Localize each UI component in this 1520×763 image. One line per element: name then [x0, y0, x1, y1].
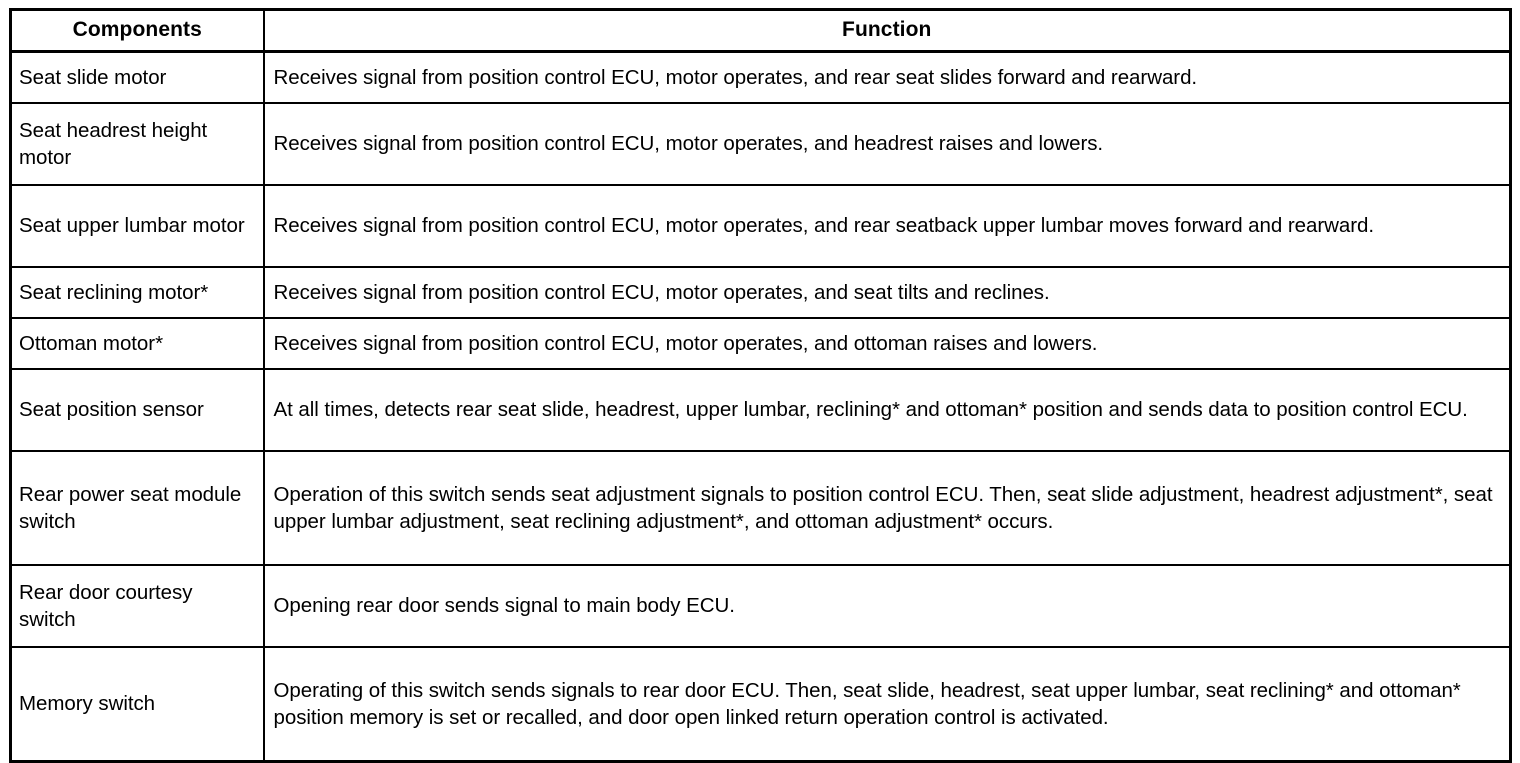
table-row: Memory switch Operating of this switch s…	[10, 647, 1511, 762]
cell-function: Receives signal from position control EC…	[263, 185, 1511, 269]
cell-function: Operating of this switch sends signals t…	[273, 678, 1461, 730]
table-container: Components Function Seat slide motor Rec…	[9, 8, 1512, 763]
table-row: Seat reclining motor* Receives signal fr…	[10, 267, 1511, 320]
table-row: Ottoman motor* Receives signal from posi…	[10, 318, 1511, 371]
table-row: Rear power seat module switch Operation …	[10, 451, 1511, 567]
table-header-row: Components Function	[10, 9, 1511, 54]
table-body: Seat slide motor Receives signal from po…	[10, 51, 1511, 762]
page-root: Components Function Seat slide motor Rec…	[9, 8, 1512, 763]
cell-function: Operation of this switch sends seat adju…	[263, 451, 1511, 567]
table-header: Components Function	[10, 9, 1511, 54]
components-function-table: Components Function Seat slide motor Rec…	[9, 8, 1512, 763]
cell-component: Rear door courtesy switch	[10, 565, 265, 649]
cell-component: Rear power seat module switch	[10, 451, 265, 567]
cell-function: Receives signal from position control EC…	[263, 51, 1511, 105]
cell-component: Memory switch	[10, 647, 265, 762]
cell-component: Ottoman motor*	[10, 318, 265, 371]
cell-function: Receives signal from position control EC…	[263, 318, 1511, 371]
table-row: Seat headrest height motor Receives sign…	[10, 103, 1511, 187]
cell-component: Seat upper lumbar motor	[10, 185, 265, 269]
cell-component: Seat position sensor	[10, 369, 265, 453]
column-header-function: Function	[263, 9, 1511, 54]
table-row: Rear door courtesy switch Opening rear d…	[10, 565, 1511, 649]
cell-component: Seat headrest height motor	[10, 103, 265, 187]
column-header-components: Components	[10, 9, 265, 54]
table-row: Seat position sensor At all times, detec…	[10, 369, 1511, 453]
cell-function: At all times, detects rear seat slide, h…	[263, 369, 1511, 453]
cell-function: Receives signal from position control EC…	[263, 267, 1511, 320]
table-row: Seat slide motor Receives signal from po…	[10, 51, 1511, 105]
cell-component: Seat slide motor	[10, 51, 265, 105]
cell-function: Opening rear door sends signal to main b…	[263, 565, 1511, 649]
table-row: Seat upper lumbar motor Receives signal …	[10, 185, 1511, 269]
cell-component: Seat reclining motor*	[10, 267, 265, 320]
cell-function: Receives signal from position control EC…	[263, 103, 1511, 187]
